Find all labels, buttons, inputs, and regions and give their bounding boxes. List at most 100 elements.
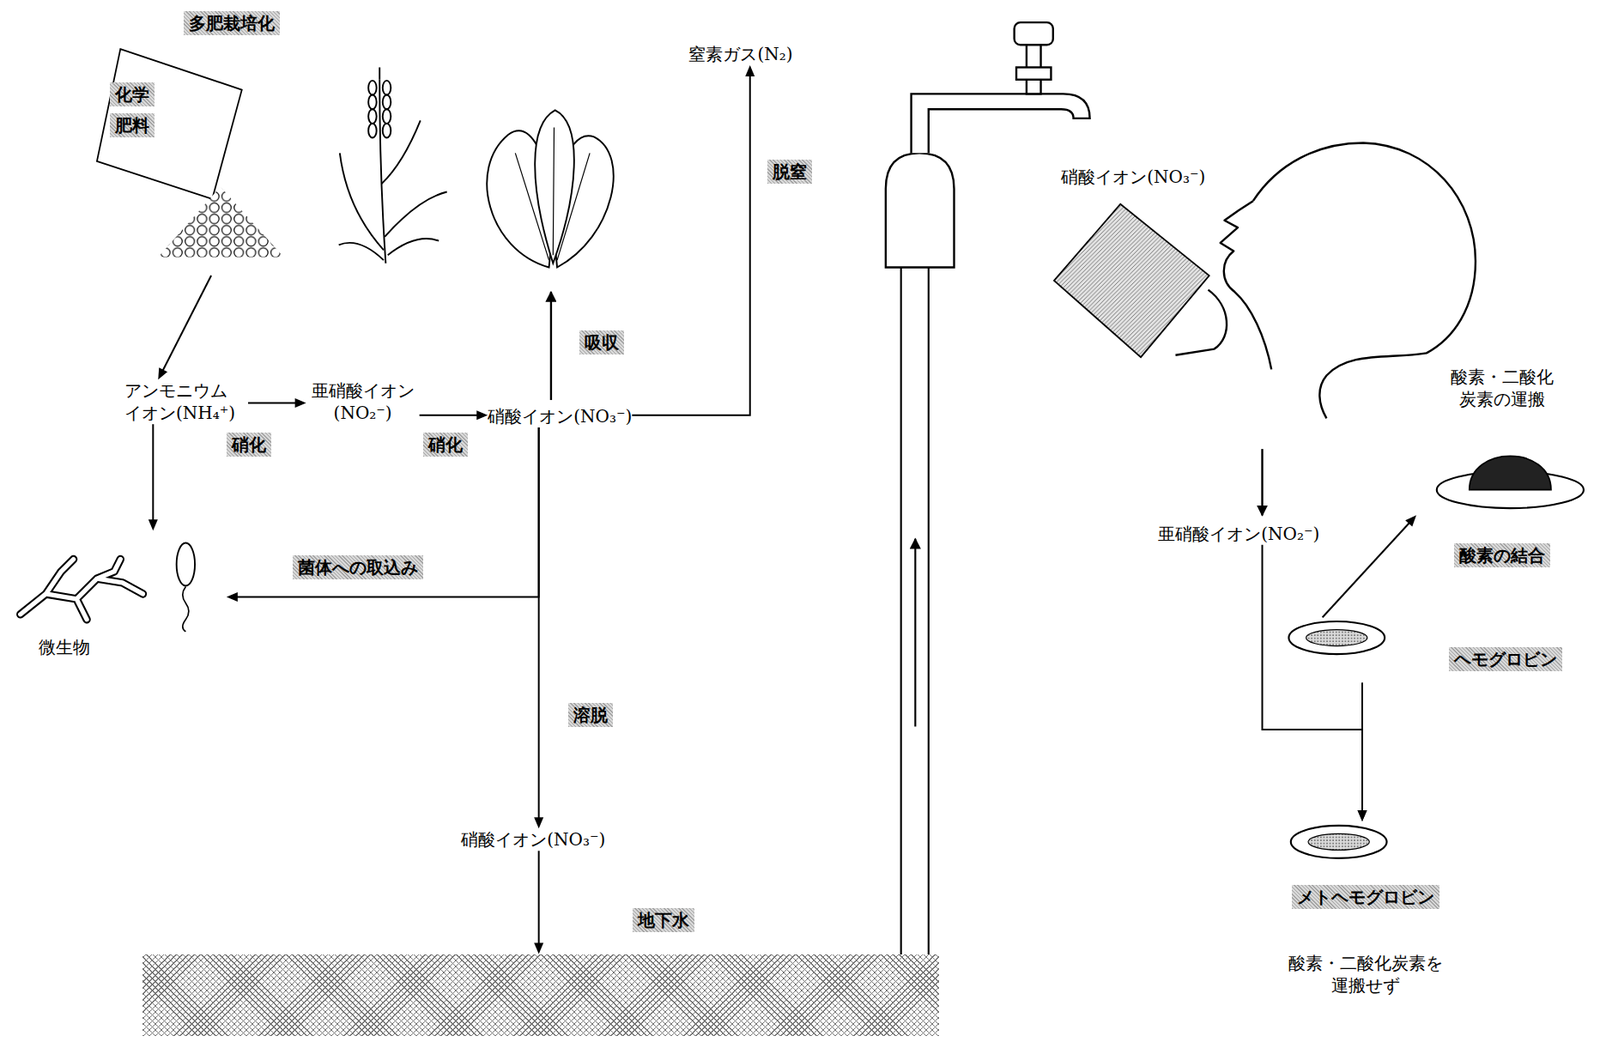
node-text-holder: 微生物 xyxy=(38,636,91,659)
node-text: 窒素ガス(N₂) xyxy=(688,43,793,65)
connector-line xyxy=(162,275,212,372)
hemoglobin-node: ヘモグロビン xyxy=(1287,617,1586,683)
edge-label-holder: 硝化 xyxy=(423,433,468,456)
faucet-body xyxy=(885,152,955,267)
wheat-grain xyxy=(382,80,392,96)
faucet-handle xyxy=(1014,22,1054,45)
connector-line xyxy=(538,427,540,820)
connector-line xyxy=(1361,682,1364,813)
person-profile xyxy=(1175,142,1476,419)
water-glass xyxy=(1054,204,1210,358)
edge-label: 硝化 xyxy=(423,432,468,457)
node-text-holder: 酸素の結合 xyxy=(1416,544,1588,567)
arrow-head xyxy=(476,410,488,420)
methemoglobin-node: メトヘモグロビン酸素・二酸化炭素を 運搬せず xyxy=(1253,821,1479,1018)
connector-arrow xyxy=(226,427,540,602)
connector-arrow xyxy=(1322,515,1417,618)
node-text-holder: メトヘモグロビン xyxy=(1253,885,1479,909)
arrow-head xyxy=(533,943,544,955)
node-text-holder: 亜硝酸イオン (NO₂⁻) xyxy=(306,379,420,425)
leaf-vegetable xyxy=(486,109,613,267)
node-text-holder: 酸素・二酸化炭素を 運搬せず xyxy=(1253,951,1479,997)
wheat-grain xyxy=(368,109,377,124)
diagram-title-holder: 多肥栽培化 xyxy=(183,12,280,35)
fungus xyxy=(20,559,144,620)
hemoglobin-core xyxy=(1306,630,1368,647)
fertilizer-box: 化学 肥料 xyxy=(91,45,286,275)
node-text-holder: 窒素ガス(N₂) xyxy=(688,42,793,66)
edge-label: 脱窒 xyxy=(767,159,813,184)
connector-line xyxy=(235,427,539,597)
arrow-head xyxy=(157,367,168,380)
free-label-holder: 硝酸イオン(NO₃⁻) xyxy=(1060,165,1206,188)
arrow-head xyxy=(226,592,238,602)
absorption-arrow xyxy=(550,291,552,400)
connector-line xyxy=(1262,545,1364,813)
node-text: 地下水 xyxy=(632,908,695,933)
leaf-vein xyxy=(515,127,590,261)
bacterium xyxy=(176,542,195,586)
flagellum xyxy=(182,587,189,632)
ion-node: 硝酸イオン(NO₃⁻) xyxy=(460,828,606,851)
fungus-outline xyxy=(20,559,144,620)
edge-label-holder: 菌体への取込み xyxy=(292,556,424,579)
node-text: 化学 肥料 xyxy=(109,82,155,138)
connector-arrow xyxy=(148,424,158,531)
microbe-node: 微生物 xyxy=(10,530,227,664)
node-text-holder: 亜硝酸イオン(NO₂⁻) xyxy=(1157,522,1320,546)
wheat-leaf xyxy=(384,192,448,237)
node-text: 亜硝酸イオン(NO₂⁻) xyxy=(1157,523,1320,545)
arrow-head xyxy=(745,65,755,77)
edge-label-holder: 溶脱 xyxy=(568,703,613,727)
node-text-holder: 化学 肥料 xyxy=(109,78,165,141)
wheat-leaf xyxy=(387,238,439,255)
node-text: 亜硝酸イオン (NO₂⁻) xyxy=(311,380,415,424)
node-text-holder: 硝酸イオン(NO₃⁻) xyxy=(487,405,632,428)
wheat-grain xyxy=(382,123,392,139)
edge-label-holder: 硝化 xyxy=(226,433,272,456)
arrow-head xyxy=(1357,810,1368,822)
ion-node: 亜硝酸イオン (NO₂⁻) xyxy=(306,379,420,425)
fertilizer-bag xyxy=(96,48,243,200)
node-text: 硝酸イオン(NO₃⁻) xyxy=(460,829,606,850)
connector-line xyxy=(419,414,479,417)
connector-line xyxy=(538,850,540,946)
connector-arrow xyxy=(248,398,307,408)
node-text-holder: 地下水 xyxy=(632,909,695,932)
wheat-leaf xyxy=(339,152,384,250)
wheat-awn xyxy=(378,66,381,79)
wheat-grain xyxy=(368,80,377,96)
arrow-head xyxy=(295,398,307,408)
node-text: メトヘモグロビン xyxy=(1291,884,1440,910)
node-text: ヘモグロビン xyxy=(1448,647,1563,672)
arm-outline xyxy=(1175,290,1227,356)
groundwater-band: 地下水 xyxy=(142,954,939,1037)
well-pipe xyxy=(900,266,903,995)
connector-line xyxy=(248,402,297,405)
connector-arrow xyxy=(631,65,755,416)
wheat-grain xyxy=(382,109,392,124)
methemoglobin-core xyxy=(1308,833,1370,850)
node-text-holder: 酸素・二酸化 炭素の運搬 xyxy=(1416,365,1588,411)
methemoglobin-plate xyxy=(1290,825,1388,859)
arrow-head xyxy=(1405,515,1417,527)
free-label: 吸収 xyxy=(579,330,625,355)
ion-node: アンモニウム イオン(NH₄⁺) xyxy=(124,379,249,425)
fertilizer-pellets xyxy=(157,187,284,258)
faucet-collar xyxy=(1016,66,1051,79)
arrow-head xyxy=(1357,810,1368,822)
free-label-holder: 吸収 xyxy=(579,331,625,354)
oxygen-dome xyxy=(1469,455,1552,490)
node-text: アンモニウム イオン(NH₄⁺) xyxy=(124,380,236,424)
edge-label: 溶脱 xyxy=(568,703,613,728)
node-text-holder: アンモニウム イオン(NH₄⁺) xyxy=(124,379,249,425)
fungus-fill xyxy=(20,559,144,620)
connector-arrow xyxy=(533,427,544,829)
oxyhemoglobin-node: 酸素・二酸化 炭素の運搬酸素の結合 xyxy=(1416,365,1588,581)
ingestion-arrow xyxy=(1260,448,1263,516)
well-pipe xyxy=(927,266,930,995)
ion-node: 硝酸イオン(NO₃⁻) xyxy=(487,405,632,428)
node-text: 酸素・二酸化 炭素の運搬 xyxy=(1450,366,1554,410)
arrow-head xyxy=(533,817,544,829)
connector-arrow xyxy=(157,275,212,380)
